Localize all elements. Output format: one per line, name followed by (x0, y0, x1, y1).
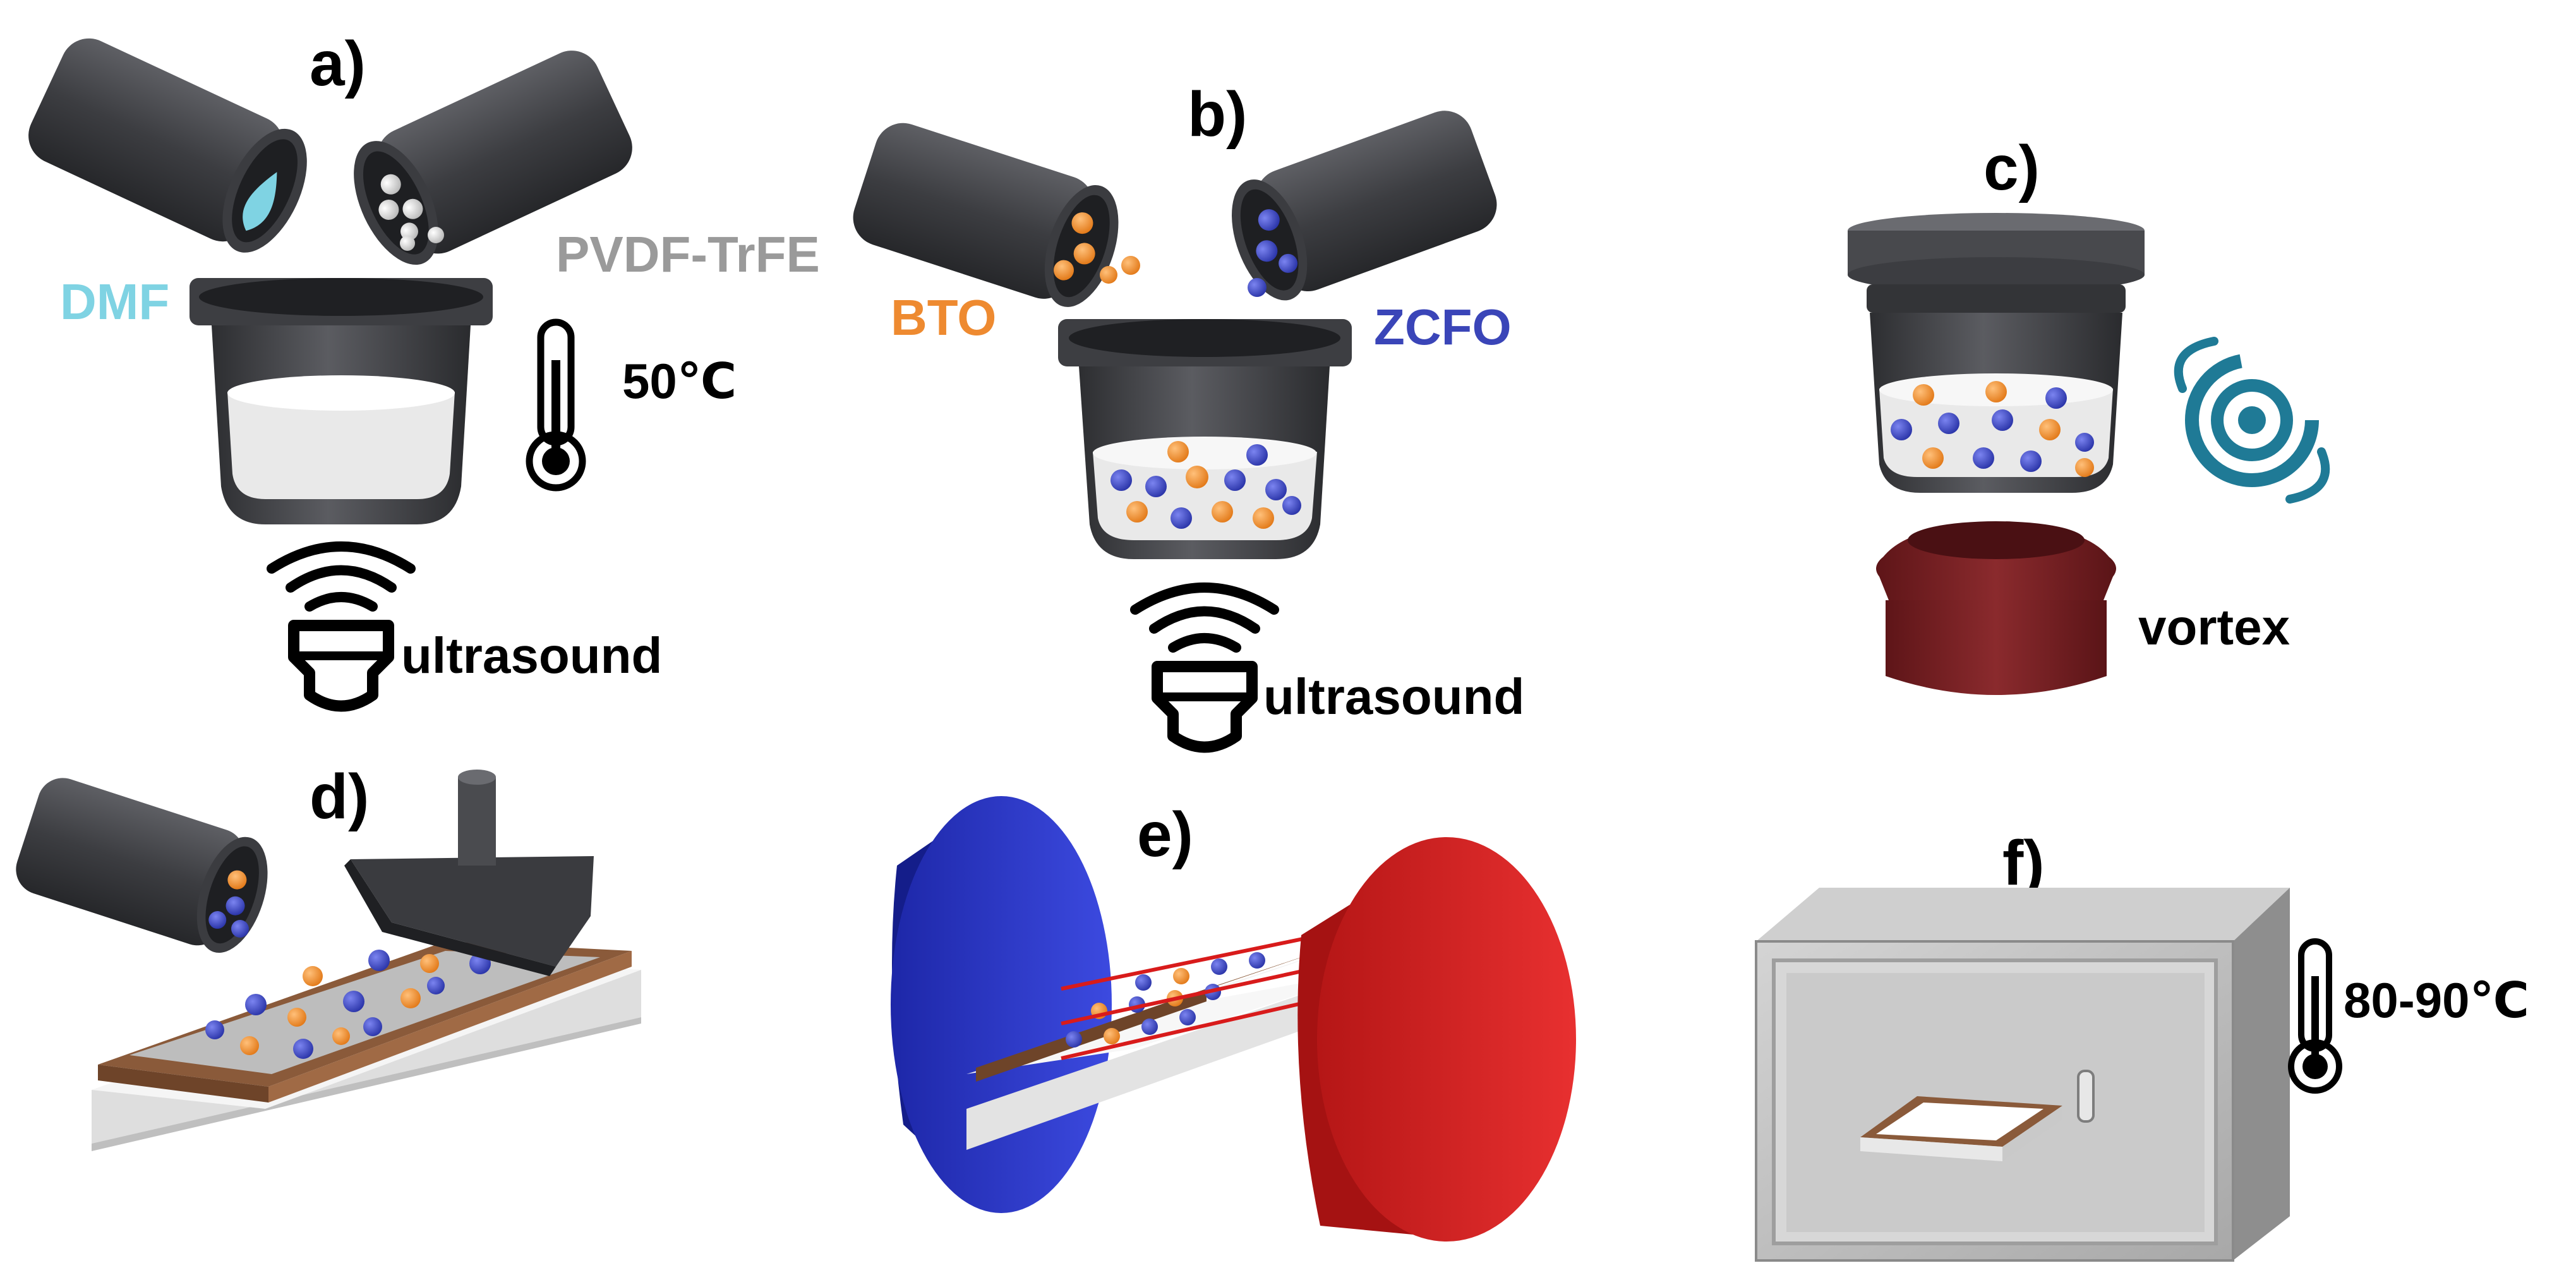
oven-door-handle (2077, 1070, 2095, 1123)
casting-substrate (92, 941, 641, 1151)
oven-icon (1755, 888, 2290, 1262)
zcfo-vial (1232, 111, 1497, 301)
ultrasound-label-b: ultrasound (1263, 668, 1524, 725)
panel-c: c) (1848, 133, 2330, 695)
vortex-icon (2174, 337, 2330, 504)
magnet-south-icon (1297, 837, 1576, 1242)
particle-layer-e (1066, 952, 1265, 1048)
ultrasound-label-a: ultrasound (401, 627, 662, 684)
dmf-droplet-icon (243, 172, 277, 231)
panel-b: b) BTO ZCFO (853, 79, 1524, 753)
panel-d-label: d) (310, 761, 369, 832)
pvdf-vial (354, 51, 632, 265)
capped-container-c (1848, 213, 2145, 493)
beaker-b (1058, 319, 1352, 559)
panel-c-label: c) (1983, 133, 2040, 203)
magnet-north-icon (891, 796, 1112, 1213)
panel-a-label: a) (310, 28, 366, 99)
ultrasound-probe-icon (1130, 583, 1279, 753)
temp-80-90-label: 80-90℃ (2344, 972, 2529, 1028)
dmf-label: DMF (60, 274, 169, 330)
pouring-vial (16, 778, 268, 953)
bto-vial (853, 123, 1119, 307)
panel-f: f) 80-90℃ (1755, 828, 2529, 1262)
vortex-label: vortex (2138, 599, 2290, 655)
particle-mixture-b (1110, 441, 1301, 529)
bto-label: BTO (891, 289, 996, 346)
beaker-a (190, 278, 493, 524)
panel-e: e) (891, 796, 1576, 1242)
doctor-blade (344, 770, 594, 976)
panel-d: d) (16, 761, 641, 1151)
panel-e-label: e) (1137, 799, 1193, 870)
panel-f-label: f) (2002, 828, 2045, 898)
panel-b-label: b) (1188, 79, 1247, 150)
sample-in-oven (1860, 1096, 2062, 1161)
ultrasound-probe-icon (267, 541, 416, 712)
vortex-mixer-base (1876, 521, 2116, 695)
thermometer-icon (2288, 938, 2342, 1094)
thermometer-icon (526, 318, 586, 492)
particle-mixture-c (1891, 381, 2094, 477)
magnetic-alignment-sample (966, 927, 1374, 1150)
panel-a: a) DMF PVDF-TrFE (28, 28, 820, 712)
temp-50-label: 50℃ (622, 353, 737, 409)
zcfo-label: ZCFO (1374, 299, 1512, 355)
dmf-vial (28, 38, 307, 253)
pvdf-trfe-label: PVDF-TrFE (556, 226, 820, 282)
